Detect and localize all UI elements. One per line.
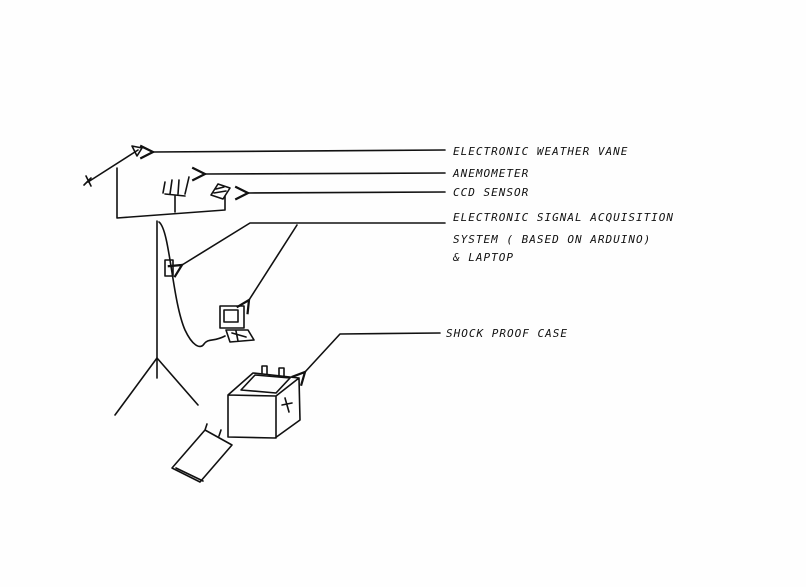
label-acquisition-line2: SYSTEM ( BASED ON ARDUINO) bbox=[453, 233, 651, 246]
mast bbox=[114, 167, 226, 416]
label-acquisition-line1: ELECTRONIC SIGNAL ACQUISITION bbox=[453, 211, 674, 224]
acquisition-box-drawing bbox=[158, 221, 226, 348]
anemometer-drawing bbox=[162, 176, 190, 213]
arrows bbox=[153, 150, 446, 372]
label-case: SHOCK PROOF CASE bbox=[446, 327, 568, 340]
label-sensor: CCD SENSOR bbox=[453, 186, 529, 199]
label-acquisition-line3: & LAPTOP bbox=[452, 251, 514, 264]
case-drawing bbox=[171, 365, 301, 483]
label-anemometer: ANEMOMETER bbox=[452, 167, 529, 180]
sensor-drawing bbox=[210, 183, 231, 200]
laptop-drawing bbox=[219, 305, 255, 343]
weather-vane-drawing bbox=[83, 145, 143, 187]
label-weather-vane: ELECTRONIC WEATHER VANE bbox=[453, 145, 628, 158]
